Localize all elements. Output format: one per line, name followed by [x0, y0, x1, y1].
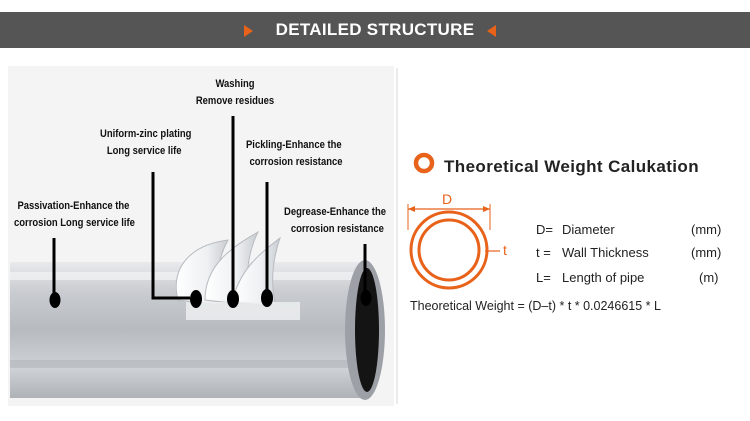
legend-name: Diameter — [562, 222, 615, 237]
arrow-right-icon — [244, 25, 253, 37]
section-banner: DETAILED STRUCTURE — [0, 12, 750, 48]
thickness-label: t — [503, 242, 507, 258]
label-degrease: Degrease-Enhance the corrosion resistanc… — [284, 204, 386, 238]
panel-divider — [396, 68, 398, 404]
label-washing: Washing Remove residues — [184, 76, 285, 110]
label-pickling-line1: Pickling-Enhance the — [246, 139, 342, 151]
label-washing-line1: Washing — [215, 78, 255, 90]
diameter-label: D — [442, 191, 453, 207]
label-zinc-line1: Uniform-zinc plating — [100, 128, 192, 140]
bullet-ring-icon — [413, 152, 435, 174]
label-degrease-line2: corrosion resistance — [290, 223, 384, 235]
weight-formula: Theoretical Weight = (D–t) * t * 0.02466… — [410, 299, 661, 313]
label-passivation: Passivation-Enhance the corrosion Long s… — [14, 198, 135, 232]
marker-passivation — [49, 292, 61, 308]
legend-symbol: t = — [536, 245, 551, 260]
label-passivation-line2: corrosion Long service life — [14, 217, 135, 229]
legend-symbol: D= — [536, 222, 553, 237]
arrow-left-icon — [487, 25, 496, 37]
calculation-title: Theoretical Weight Calukation — [444, 157, 699, 176]
label-zinc-line2: Long service life — [106, 145, 182, 157]
legend-name: Wall Thickness — [562, 245, 649, 260]
marker-washing — [227, 290, 239, 308]
legend-name: Length of pipe — [562, 270, 645, 285]
label-passivation-line1: Passivation-Enhance the — [17, 200, 130, 212]
marker-degrease — [360, 290, 372, 306]
label-washing-line2: Remove residues — [195, 95, 275, 107]
legend-unit: (mm) — [691, 245, 722, 260]
leader-zinc — [151, 172, 190, 300]
label-pickling: Pickling-Enhance the corrosion resistanc… — [246, 137, 343, 171]
banner-title: DETAILED STRUCTURE — [275, 20, 475, 39]
pipe-cross-section-inner — [417, 218, 481, 282]
label-zinc: Uniform-zinc plating Long service life — [100, 126, 191, 160]
label-degrease-line1: Degrease-Enhance the — [284, 206, 387, 218]
marker-zinc — [190, 290, 202, 308]
marker-pickling — [261, 289, 273, 307]
legend-unit: (m) — [699, 270, 719, 285]
legend-symbol: L= — [536, 270, 551, 285]
label-pickling-line2: corrosion resistance — [249, 156, 343, 168]
legend-unit: (mm) — [691, 222, 722, 237]
pipe-end-opening — [355, 268, 379, 392]
pipe-cross-section-outer — [409, 210, 489, 290]
